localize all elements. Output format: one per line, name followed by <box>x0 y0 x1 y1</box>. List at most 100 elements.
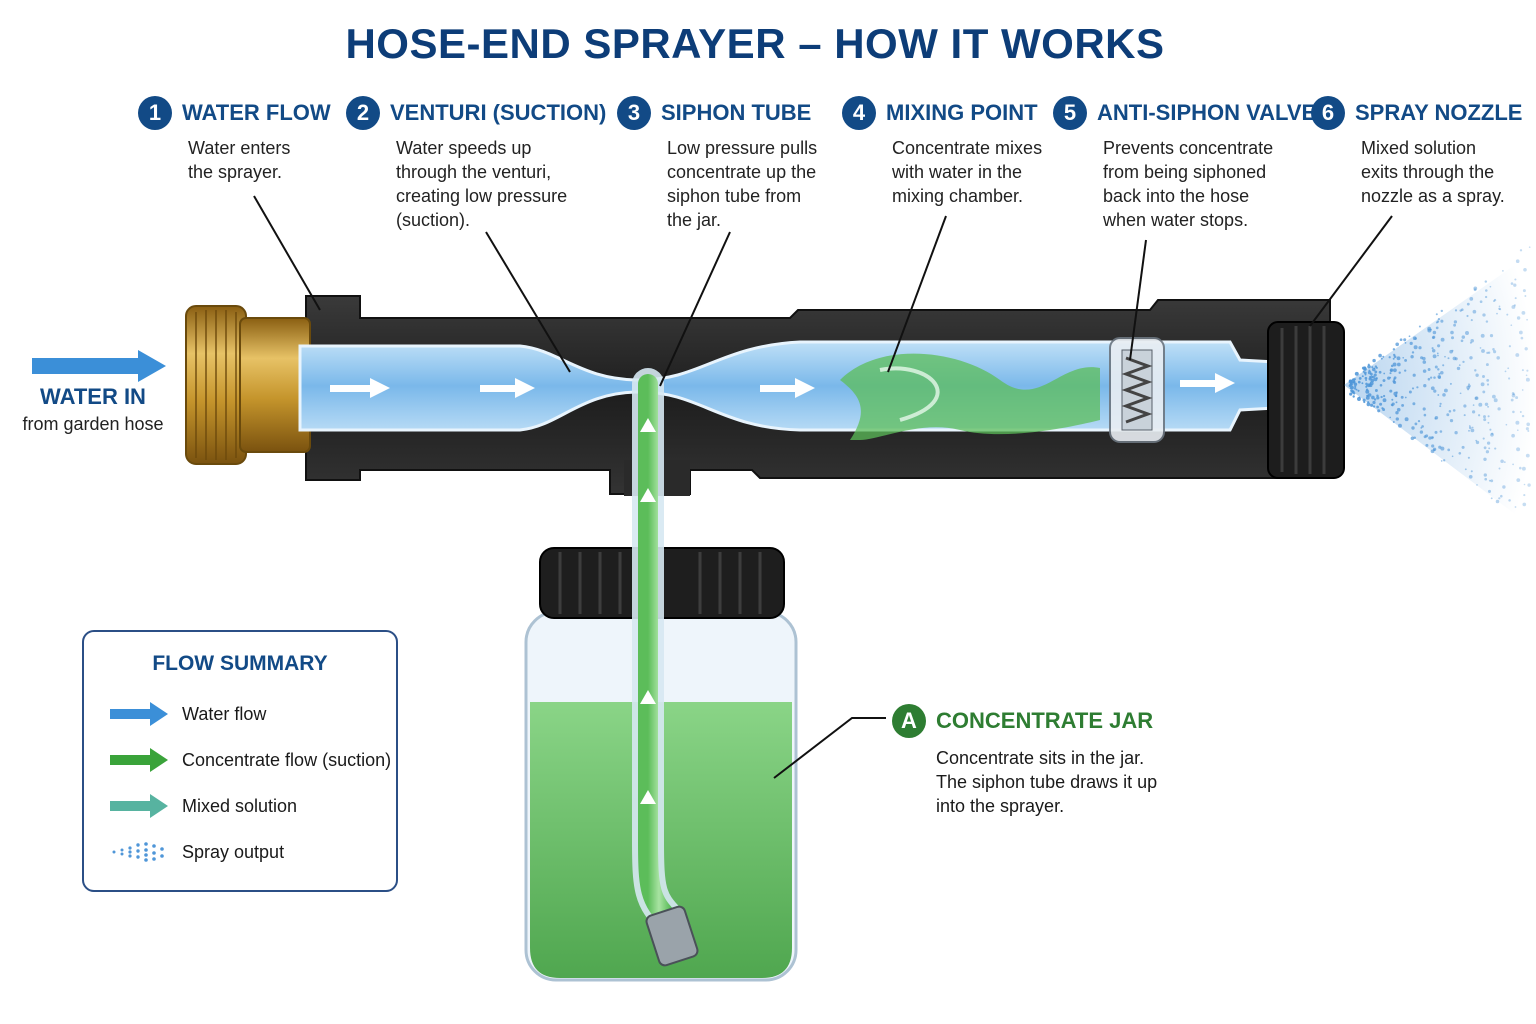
spray-droplet <box>1423 407 1426 410</box>
spray-droplet <box>1488 490 1491 493</box>
spray-droplet <box>1473 404 1475 406</box>
spray-droplet <box>1410 355 1413 358</box>
spray-droplet <box>1381 358 1383 360</box>
spray-droplet <box>1437 355 1439 357</box>
spray-droplet <box>1525 347 1528 350</box>
spray-droplet <box>1432 336 1435 339</box>
spray-droplet <box>1515 396 1518 399</box>
spray-droplet <box>1521 337 1524 340</box>
spray-droplet <box>1358 381 1361 384</box>
spray-droplet <box>1486 363 1489 366</box>
spray-droplet <box>1497 407 1500 410</box>
spray-droplet <box>1371 366 1373 368</box>
spray-droplet <box>1368 393 1372 397</box>
spray-droplet <box>1511 434 1515 438</box>
spray-droplet <box>1486 379 1489 382</box>
spray-droplet <box>1396 401 1398 403</box>
spray-droplet <box>1353 395 1355 397</box>
spray-droplet <box>1437 368 1439 370</box>
spray-droplet <box>1401 396 1404 399</box>
spray-droplet <box>1355 372 1359 376</box>
spray-droplet <box>1423 369 1427 373</box>
spray-droplet <box>1492 395 1496 399</box>
spray-droplet <box>1514 278 1516 280</box>
spray-droplet <box>1376 377 1378 379</box>
spray-droplet <box>1428 378 1431 381</box>
spray-droplet <box>1458 452 1461 455</box>
spray-droplet <box>1433 389 1436 392</box>
spray-droplet <box>1516 447 1520 451</box>
brass-hose-connector <box>186 306 310 464</box>
spray-droplet <box>1527 483 1530 486</box>
spray-droplet <box>1383 373 1385 375</box>
spray-droplet <box>1356 389 1358 391</box>
callout-leader-lines <box>254 196 1392 778</box>
spray-droplet <box>1423 384 1426 387</box>
spray-droplet <box>1414 337 1417 340</box>
spray-droplet <box>1401 404 1404 407</box>
spray-droplet <box>1453 357 1457 361</box>
spray-droplet <box>1490 433 1494 437</box>
spray-droplet <box>1471 319 1473 321</box>
spray-droplet <box>1454 431 1457 434</box>
spray-droplet <box>1442 393 1446 397</box>
spray-droplet <box>1444 389 1448 393</box>
spray-droplet <box>1473 310 1477 314</box>
anti-siphon-valve <box>1110 338 1164 442</box>
spray-droplet <box>1526 370 1528 372</box>
spray-droplet <box>1380 384 1383 387</box>
spray-droplet <box>1379 371 1382 374</box>
spray-droplet <box>1367 365 1371 369</box>
spray-droplet <box>1475 397 1478 400</box>
spray-droplet <box>1413 374 1416 377</box>
spray-droplet <box>1423 360 1427 364</box>
spray-droplet <box>1514 304 1516 306</box>
spray-droplet <box>1397 356 1401 360</box>
spray-output <box>1344 246 1536 530</box>
spray-droplet <box>1469 356 1472 359</box>
spray-droplet <box>1390 369 1393 372</box>
spray-dots-icon <box>110 840 168 864</box>
spray-droplet <box>1418 346 1421 349</box>
spray-droplet <box>1395 343 1399 347</box>
spray-droplet <box>1444 356 1446 358</box>
spray-droplet <box>1471 470 1473 472</box>
spray-droplet <box>1432 349 1435 352</box>
spray-droplet <box>1428 368 1431 371</box>
spray-droplet <box>1435 366 1438 369</box>
spray-droplet <box>1500 460 1504 464</box>
spray-droplet <box>1512 411 1515 414</box>
spray-droplet <box>1358 396 1360 398</box>
spray-droplet <box>1441 460 1443 462</box>
spray-droplet <box>1433 376 1436 379</box>
spray-droplet <box>1433 354 1437 358</box>
spray-droplet <box>1516 478 1520 482</box>
spray-droplet <box>1374 398 1376 400</box>
spray-droplet <box>1465 468 1467 470</box>
spray-droplet <box>1397 408 1401 412</box>
spray-droplet <box>1393 348 1395 350</box>
spray-droplet <box>1437 344 1440 347</box>
spray-droplet <box>1526 374 1528 376</box>
water-in-title: WATER IN <box>18 384 168 410</box>
spray-droplet <box>1416 386 1418 388</box>
spray-droplet <box>1499 306 1501 308</box>
spray-droplet <box>1486 450 1489 453</box>
spray-droplet <box>1376 367 1378 369</box>
spray-droplet <box>1369 384 1372 387</box>
spray-droplet <box>1508 377 1510 379</box>
spray-droplet <box>1455 309 1457 311</box>
spray-droplet <box>1483 418 1486 421</box>
spray-droplet <box>1523 494 1525 496</box>
spray-droplet <box>1435 416 1439 420</box>
spray-droplet <box>1520 249 1522 251</box>
spray-droplet <box>1476 441 1479 444</box>
spray-droplet <box>1380 396 1382 398</box>
spray-droplet <box>1382 356 1384 358</box>
spray-droplet <box>1474 288 1477 291</box>
spray-droplet <box>1357 390 1359 392</box>
spray-droplet <box>1363 371 1365 373</box>
spray-droplet <box>1411 426 1414 429</box>
spray-droplet <box>1447 449 1450 452</box>
spray-droplet <box>1349 384 1351 386</box>
